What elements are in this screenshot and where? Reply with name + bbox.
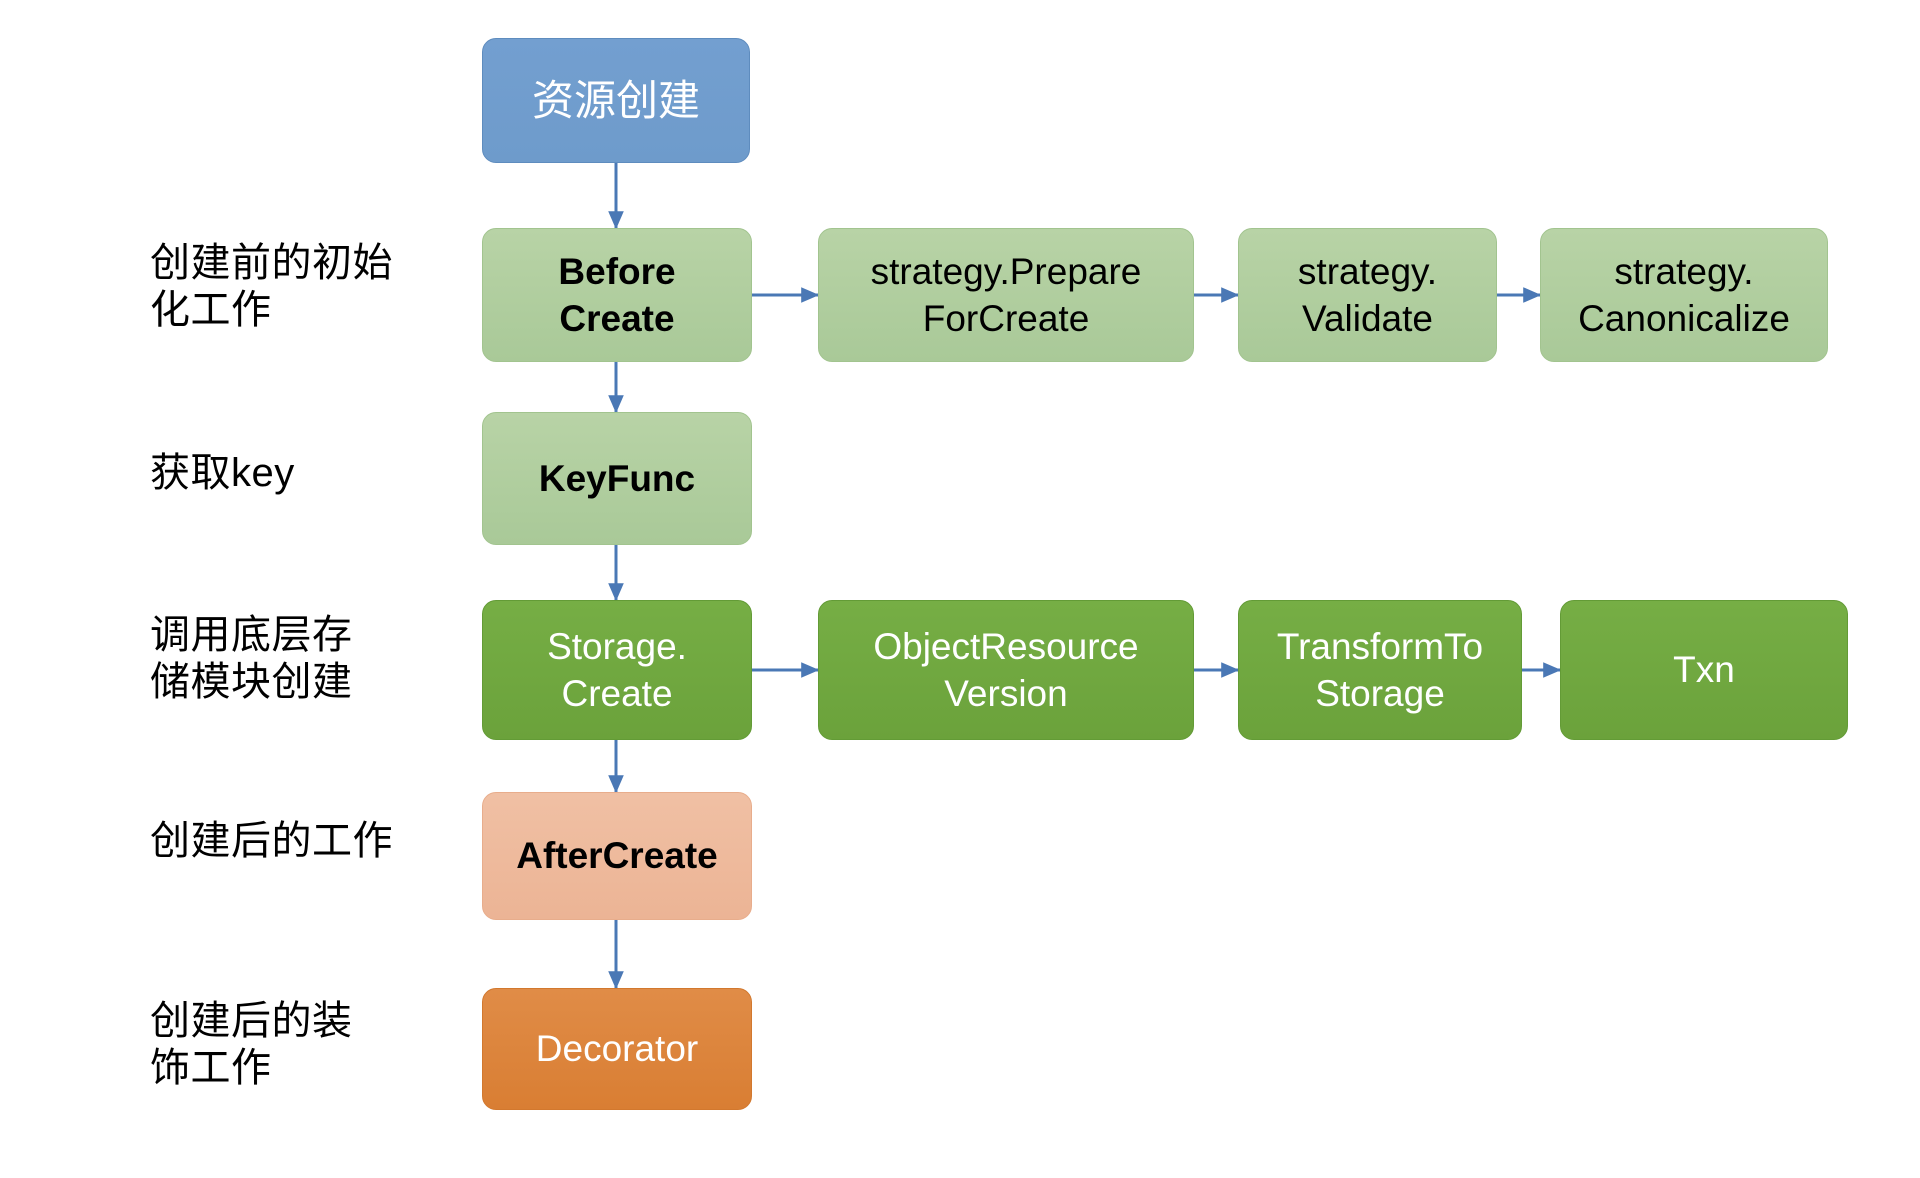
node-before-create[interactable]: Before Create [482, 228, 752, 362]
row-label-before-create-init: 创建前的初始 化工作 [150, 241, 393, 333]
node-strategy-prepare-for-create[interactable]: strategy.Prepare ForCreate [818, 228, 1194, 362]
node-resource-create[interactable]: 资源创建 [482, 38, 750, 163]
node-txn[interactable]: Txn [1560, 600, 1848, 740]
node-object-resource-version[interactable]: ObjectResource Version [818, 600, 1194, 740]
row-label-after-create: 创建后的工作 [150, 819, 393, 863]
node-storage-create[interactable]: Storage. Create [482, 600, 752, 740]
row-label-decorator: 创建后的装 饰工作 [150, 999, 353, 1091]
node-keyfunc[interactable]: KeyFunc [482, 412, 752, 545]
node-strategy-validate[interactable]: strategy. Validate [1238, 228, 1497, 362]
row-label-get-key: 获取key [150, 451, 295, 495]
node-strategy-canonicalize[interactable]: strategy. Canonicalize [1540, 228, 1828, 362]
node-decorator[interactable]: Decorator [482, 988, 752, 1110]
row-label-storage-create: 调用底层存 储模块创建 [150, 613, 353, 705]
node-transform-to-storage[interactable]: TransformTo Storage [1238, 600, 1522, 740]
node-after-create[interactable]: AfterCreate [482, 792, 752, 920]
